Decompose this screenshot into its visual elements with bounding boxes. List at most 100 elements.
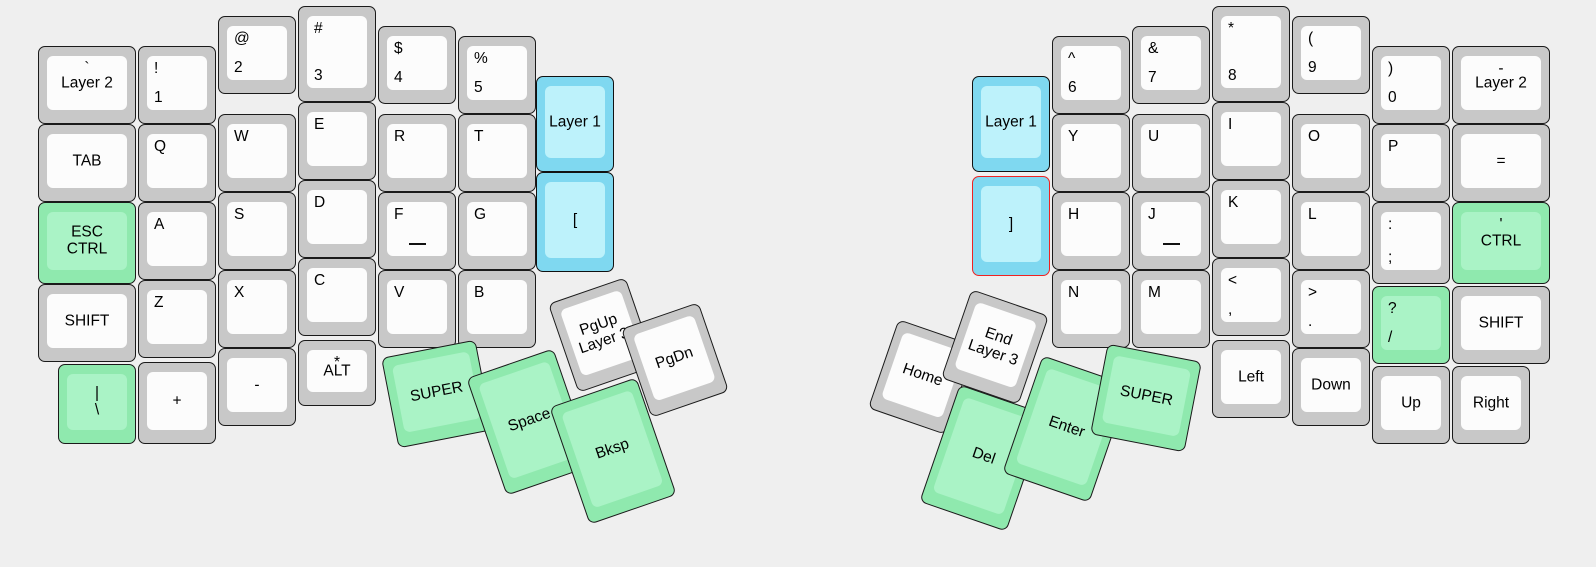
key-r-c2-r2[interactable]: Y — [1052, 114, 1130, 192]
key-l-c4-r1[interactable]: #3 — [298, 6, 376, 102]
key-r-c2-r4[interactable]: N — [1052, 270, 1130, 348]
key-r-c1-r1[interactable]: Layer 1 — [972, 76, 1050, 172]
key-r-c4-r1[interactable]: *8 — [1212, 6, 1290, 102]
key-l-c1-r5[interactable]: | \ — [58, 364, 136, 444]
key-l-c6-r2[interactable]: T — [458, 114, 536, 192]
key-label-upper: & — [1148, 40, 1159, 57]
key-label-lower: 0 — [1388, 88, 1397, 106]
key-l-c3-r4[interactable]: X — [218, 270, 296, 348]
key-l-c1-r2[interactable]: TAB — [38, 124, 136, 202]
key-label-primary: CTRL — [1480, 232, 1522, 250]
key-r-c6-r3[interactable]: :; — [1372, 202, 1450, 284]
keycap-surface: Right — [1461, 376, 1521, 430]
key-label-primary: SUPER — [408, 378, 465, 406]
key-label-lower: 3 — [314, 66, 323, 84]
keycap-surface: :; — [1381, 212, 1441, 270]
keycap-surface: P — [1381, 134, 1441, 188]
key-l-c5-r1[interactable]: $4 — [378, 26, 456, 104]
keycap-surface: TAB — [47, 134, 127, 188]
key-label-primary: | \ — [94, 384, 100, 419]
key-r-c5-r4[interactable]: >. — [1292, 270, 1370, 348]
keycap-surface: L — [1301, 202, 1361, 256]
key-r-c3-r4[interactable]: M — [1132, 270, 1210, 348]
key-r-c2-r1[interactable]: ^6 — [1052, 36, 1130, 114]
key-label-upper: ^ — [1068, 50, 1076, 67]
key-r-c5-r2[interactable]: O — [1292, 114, 1370, 192]
key-r-c4-r4[interactable]: <, — [1212, 258, 1290, 336]
key-r-c4-r2[interactable]: I — [1212, 102, 1290, 180]
key-label-primary: V — [394, 284, 405, 301]
keycap-surface: Y — [1061, 124, 1121, 178]
keycap-surface: F — [387, 202, 447, 256]
key-r-c2-r3[interactable]: H — [1052, 192, 1130, 270]
keycap-surface: = — [1461, 134, 1541, 188]
key-label-primary: + — [172, 392, 182, 410]
keycap-surface: SHIFT — [47, 294, 127, 348]
key-l-c3-r5[interactable]: - — [218, 348, 296, 426]
key-label-primary: O — [1308, 128, 1321, 145]
key-r-c6-r1[interactable]: )0 — [1372, 46, 1450, 124]
key-r-c6-r2[interactable]: P — [1372, 124, 1450, 202]
key-l-c2-r4[interactable]: Z — [138, 280, 216, 358]
key-label-primary: - — [254, 376, 260, 394]
key-label-lower: 9 — [1308, 58, 1317, 76]
key-r-t-super[interactable]: SUPER — [1090, 343, 1202, 453]
keycap-surface: )0 — [1381, 56, 1441, 110]
key-label-primary: H — [1068, 206, 1080, 223]
key-label-primary: B — [474, 284, 485, 301]
key-l-c6-r1[interactable]: %5 — [458, 36, 536, 114]
key-l-c4-r3[interactable]: D — [298, 180, 376, 258]
key-r-c7-r5[interactable]: Right — [1452, 366, 1530, 444]
key-l-c2-r2[interactable]: Q — [138, 124, 216, 202]
key-r-c7-r2[interactable]: = — [1452, 124, 1550, 202]
key-l-c6-r3[interactable]: G — [458, 192, 536, 270]
key-l-c2-r3[interactable]: A — [138, 202, 216, 280]
keycap-surface: M — [1141, 280, 1201, 334]
keycap-surface: #3 — [307, 16, 367, 88]
key-label-primary: Bksp — [593, 435, 632, 463]
key-r-c5-r5[interactable]: Down — [1292, 348, 1370, 426]
key-r-c3-r1[interactable]: &7 — [1132, 26, 1210, 104]
key-l-c7-r1[interactable]: Layer 1 — [536, 76, 614, 172]
key-l-c5-r4[interactable]: V — [378, 270, 456, 348]
key-r-c3-r2[interactable]: U — [1132, 114, 1210, 192]
key-r-c5-r3[interactable]: L — [1292, 192, 1370, 270]
key-l-c7-r2[interactable]: [ — [536, 172, 614, 272]
key-l-c1-r4[interactable]: SHIFT — [38, 284, 136, 362]
key-r-c7-r3[interactable]: 'CTRL — [1452, 202, 1550, 284]
key-label-lower: 5 — [474, 78, 483, 96]
keycap-surface: ] — [981, 186, 1041, 262]
key-r-c4-r5[interactable]: Left — [1212, 340, 1290, 418]
key-label-upper: $ — [394, 40, 403, 57]
key-l-c2-r5[interactable]: + — [138, 362, 216, 444]
key-label-upper: ! — [154, 60, 159, 77]
key-l-c5-r2[interactable]: R — [378, 114, 456, 192]
key-r-c6-r5[interactable]: Up — [1372, 366, 1450, 444]
keycap-surface: R — [387, 124, 447, 178]
key-label-primary: SHIFT — [1478, 314, 1524, 332]
keycap-surface: W — [227, 124, 287, 178]
key-l-c3-r1[interactable]: @2 — [218, 16, 296, 94]
key-l-c4-r2[interactable]: E — [298, 102, 376, 180]
key-l-c2-r1[interactable]: !1 — [138, 46, 216, 124]
keycap-surface: ESC CTRL — [47, 212, 127, 270]
key-l-c3-r3[interactable]: S — [218, 192, 296, 270]
keycap-surface: A — [147, 212, 207, 266]
key-r-c5-r1[interactable]: (9 — [1292, 16, 1370, 94]
key-l-c3-r2[interactable]: W — [218, 114, 296, 192]
key-label-primary: J — [1148, 206, 1156, 223]
key-r-c3-r3[interactable]: J — [1132, 192, 1210, 270]
key-r-c7-r1[interactable]: -Layer 2 — [1452, 46, 1550, 124]
key-r-c7-r4[interactable]: SHIFT — [1452, 286, 1550, 364]
key-r-c1-r2[interactable]: ] — [972, 176, 1050, 276]
key-r-c6-r4[interactable]: ?/ — [1372, 286, 1450, 364]
key-l-c4-r5[interactable]: *ALT — [298, 340, 376, 406]
key-l-c1-r1[interactable]: `Layer 2 — [38, 46, 136, 124]
key-l-c5-r3[interactable]: F — [378, 192, 456, 270]
key-label-primary: Layer 1 — [985, 113, 1037, 131]
key-l-c1-r3[interactable]: ESC CTRL — [38, 202, 136, 284]
key-label-primary: C — [314, 272, 326, 289]
key-l-c4-r4[interactable]: C — [298, 258, 376, 336]
key-r-c4-r3[interactable]: K — [1212, 180, 1290, 258]
key-l-c6-r4[interactable]: B — [458, 270, 536, 348]
